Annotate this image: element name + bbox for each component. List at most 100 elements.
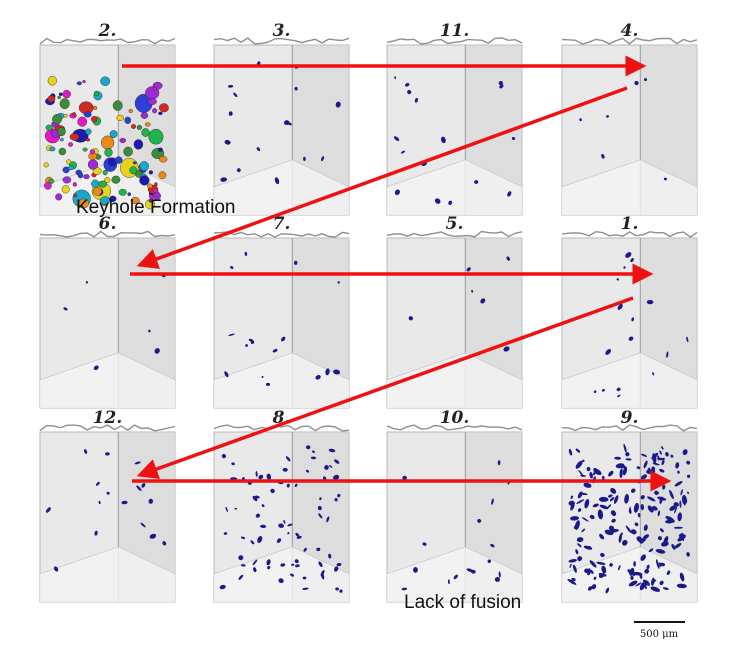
pore-mark [326,516,330,523]
pore-mark [233,92,238,98]
pore-mark [610,487,617,494]
pore-mark [324,465,329,470]
pore-mark [617,394,621,398]
pore-mark [487,559,492,563]
pore-mark [601,475,605,480]
pore-mark [241,564,246,567]
pore-mark [607,504,612,509]
pore-mark [43,162,49,168]
scale-bar: 500 μm [634,621,685,640]
pore-mark [158,103,169,113]
pore-mark [302,576,307,580]
pore-mark [582,459,585,463]
block-top-surface [561,230,698,238]
pore-mark [228,84,234,88]
pore-mark [616,387,621,392]
pore-mark [278,578,284,584]
sequence-arrow [136,86,628,269]
pore-mark [652,462,660,466]
pore-mark [250,540,255,545]
pore-mark [321,156,325,162]
pore-mark [89,149,96,155]
pore-mark [325,368,330,376]
pore-mark [333,369,341,375]
pore-mark [91,115,98,123]
pore-mark [221,454,226,459]
pore-mark [625,252,632,258]
pore-mark [306,445,311,450]
pore-mark [662,587,669,590]
pore-mark [651,452,659,460]
pore-mark [393,136,400,141]
pore-mark [640,554,646,561]
block-top-surface [386,424,523,431]
pore-mark [118,188,127,196]
pore-mark [130,196,140,204]
pore-mark [576,499,585,504]
pore-mark [240,536,246,540]
sample-number: 2. [98,21,117,41]
pore-mark [303,547,307,552]
pore-mark [499,84,504,89]
pore-mark [597,509,604,520]
pore-mark [72,182,77,187]
pore-mark [105,452,110,456]
pore-mark [335,101,341,108]
pore-mark [219,584,226,590]
pore-mark [116,114,124,121]
pore-mark [223,532,228,535]
sample-block [213,231,350,409]
pore-mark [405,83,410,87]
pore-mark [53,566,59,572]
pore-mark [601,388,605,392]
pore-mark [659,496,663,505]
pore-mark [628,580,638,587]
pore-mark [593,468,602,476]
pore-mark [625,452,630,457]
pore-mark [328,448,336,453]
pore-mark [587,586,593,591]
pore-mark [284,120,290,126]
pore-mark [78,198,89,209]
pore-mark [657,510,661,517]
block-top-surface [39,37,176,45]
pore-mark [613,495,619,504]
pore-mark [270,488,275,494]
pore-mark [630,575,634,580]
sample-block [39,37,176,216]
pore-mark [608,494,613,498]
sample-number: 9. [621,408,639,428]
pore-mark [630,258,634,263]
pore-mark [84,449,88,454]
sample-number: 11. [440,21,470,41]
pore-mark [315,375,321,380]
pore-mark [111,175,121,184]
pore-mark [394,189,400,196]
pore-mark [224,139,231,145]
pore-mark [673,526,683,529]
pore-mark [679,500,682,508]
pore-mark [661,541,669,547]
sample-block [39,424,176,603]
pore-mark [148,128,164,145]
pore-mark [106,491,110,495]
pore-mark [93,105,98,110]
pore-mark [72,112,76,116]
pore-mark [593,576,597,580]
pore-mark [140,112,149,119]
sample-number: 3. [273,21,291,41]
pore-mark [272,348,278,353]
pore-mark [236,168,241,173]
pore-mark [127,192,131,197]
pore-mark [312,450,315,454]
pore-mark [511,136,516,141]
sequence-arrows [122,55,672,492]
pore-mark [102,169,108,176]
pore-mark [52,114,62,125]
pore-mark [295,532,300,538]
pore-mark [257,536,263,543]
pore-mark [657,536,662,541]
pore-mark [287,523,293,527]
pore-mark [666,570,671,575]
pore-mark [680,489,683,496]
